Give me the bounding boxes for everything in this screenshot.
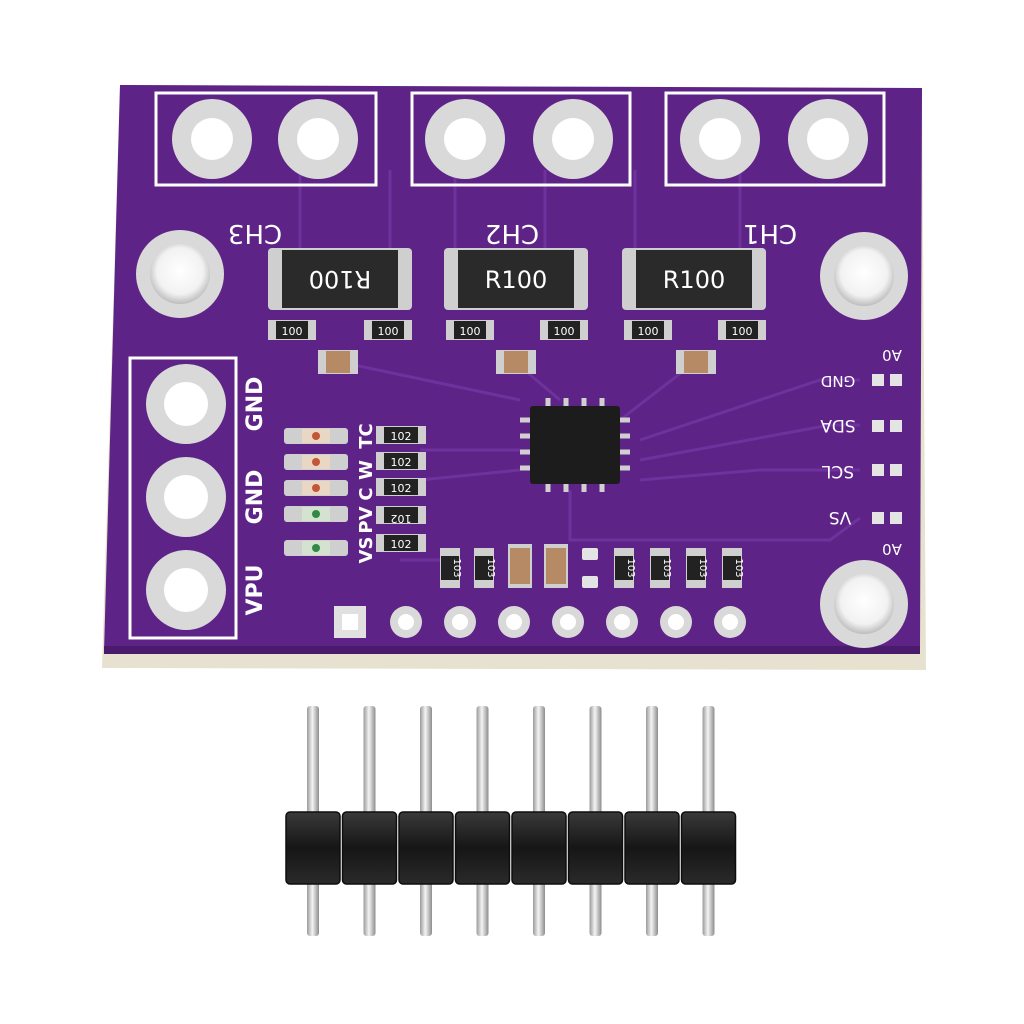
header-pin (624, 706, 680, 936)
label-sda: SDA (820, 415, 856, 435)
terminal-block-ch1 (664, 91, 886, 187)
svg-text:100: 100 (378, 325, 399, 338)
label-a0-bottom: A0 (882, 540, 902, 558)
mounting-hole-top-left (136, 230, 224, 318)
header-pin (454, 706, 511, 936)
shunt-resistor-ch2: R100 (444, 248, 588, 310)
svg-text:TC: TC (356, 423, 377, 449)
shunt-label-ch1: R100 (663, 266, 725, 294)
svg-text:102: 102 (391, 456, 412, 469)
svg-text:102: 102 (391, 512, 412, 525)
svg-text:100: 100 (732, 325, 753, 338)
bottom-components: 103 103 103 103 103 103 (440, 544, 744, 588)
label-ch2: CH2 (485, 218, 539, 248)
svg-text:102: 102 (391, 538, 412, 551)
left-pin-block: GND GND VPU (128, 356, 268, 640)
right-jumpers: A0 GND SDA SCL VS A0 (820, 346, 902, 558)
svg-text:103: 103 (625, 558, 636, 577)
filter-resistors: 100 100 100 100 100 100 (268, 320, 766, 340)
header-pin (680, 706, 737, 936)
filter-capacitors (318, 350, 716, 374)
label-ch1: CH1 (743, 218, 797, 248)
svg-text:103: 103 (733, 558, 744, 577)
label-a0-top: A0 (882, 346, 902, 364)
ina3221-chip (520, 398, 630, 492)
svg-text:102: 102 (391, 482, 412, 495)
svg-text:W: W (356, 460, 377, 480)
label-gnd-mid: GND (243, 470, 268, 525)
label-ch3: CH3 (228, 218, 282, 248)
svg-text:100: 100 (554, 325, 575, 338)
svg-text:102: 102 (391, 430, 412, 443)
svg-text:100: 100 (460, 325, 481, 338)
mounting-hole-top-right (820, 232, 908, 320)
pcb-edge-shadow (104, 646, 920, 654)
terminal-block-ch3 (154, 91, 378, 187)
pcb-board: CH3 CH2 CH1 R100 R100 R100 (102, 85, 926, 670)
pin-header-strip (285, 706, 737, 936)
shunt-label-ch2: R100 (485, 266, 547, 294)
led-labels: TC W C PV VS (356, 423, 377, 563)
label-gnd-top: GND (243, 377, 268, 432)
svg-text:103: 103 (697, 558, 708, 577)
header-pin (285, 706, 341, 936)
terminal-block-ch2 (410, 91, 632, 187)
label-vpu: VPU (243, 564, 268, 615)
svg-text:100: 100 (282, 325, 303, 338)
status-leds (284, 428, 348, 556)
svg-text:103: 103 (661, 558, 672, 577)
label-vs-right: VS (829, 507, 851, 527)
header-pin (398, 706, 454, 936)
led-resistors: 102 102 102 102 102 (376, 426, 426, 552)
svg-text:VS: VS (356, 537, 377, 564)
svg-text:103: 103 (451, 558, 462, 577)
shunt-label-ch3: R100 (309, 265, 371, 293)
label-scl: SCL (821, 461, 854, 481)
svg-text:100: 100 (638, 325, 659, 338)
shunt-resistor-ch3: R100 (268, 248, 412, 310)
shunt-resistor-ch1: R100 (622, 248, 766, 310)
svg-text:PV: PV (356, 506, 377, 533)
header-pin (511, 706, 567, 936)
svg-text:103: 103 (485, 558, 496, 577)
header-pin (567, 706, 624, 936)
bottom-header-pads (334, 606, 746, 638)
label-gnd-right: GND (821, 372, 855, 390)
header-pin (341, 706, 398, 936)
copper-traces (298, 170, 861, 562)
mounting-hole-bottom-right (820, 560, 908, 648)
svg-text:C: C (356, 487, 377, 500)
